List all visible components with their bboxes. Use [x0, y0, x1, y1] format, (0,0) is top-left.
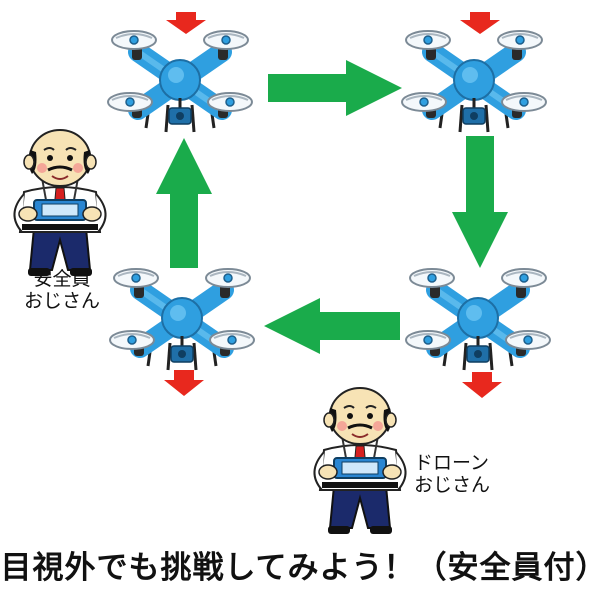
drone-operator-label: ドローン おじさん [414, 452, 524, 496]
flow-arrow-right-icon [268, 60, 402, 116]
drone-top-left-icon [108, 31, 252, 132]
safety-operator-label: 安全員 おじさん [12, 268, 112, 312]
flow-arrow-left-icon [264, 298, 400, 354]
drop-arrow-bottom-left-icon [164, 370, 204, 396]
drop-arrow-bottom-right-icon [462, 372, 502, 398]
flow-arrow-down-icon [452, 136, 508, 268]
drone-operator-icon [312, 386, 408, 536]
drone-bottom-left-icon [110, 269, 254, 370]
drop-arrow-top-right-icon [460, 12, 500, 34]
drone-operator-label-line1: ドローン [414, 452, 490, 474]
safety-operator-label-line2: おじさん [23, 290, 100, 312]
flow-arrow-up-icon [156, 138, 212, 268]
drop-arrow-top-left-icon [166, 12, 206, 34]
drone-bottom-right-icon [406, 269, 550, 370]
drone-operator-label-line2: おじさん [414, 474, 491, 496]
safety-operator-label-line1: 安全員 [33, 268, 91, 290]
drone-top-right-icon [402, 31, 546, 132]
safety-operator-icon [12, 128, 108, 278]
caption: 目視外でも挑戦してみよう！（安全員付） [0, 550, 608, 586]
